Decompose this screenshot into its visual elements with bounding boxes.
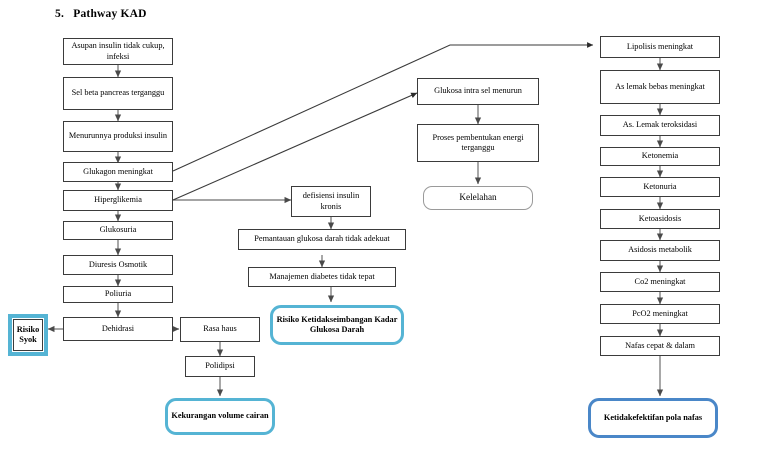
node-glukagon-meningkat: Glukagon meningkat — [63, 162, 173, 182]
node-polidipsi: Polidipsi — [185, 356, 255, 377]
node-pemantauan-glukosa-darah: Pemantauan glukosa darah tidak adekuat — [238, 229, 406, 250]
node-glukosa-intra-sel-menurun: Glukosa intra sel menurun — [417, 78, 539, 105]
node-rasa-haus: Rasa haus — [180, 317, 260, 342]
node-kelelahan: Kelelahan — [423, 186, 533, 210]
node-as-lemak-bebas-meningkat: As lemak bebas meningkat — [600, 70, 720, 104]
node-asupan-insulin: Asupan insulin tidak cukup, infeksi — [63, 38, 173, 65]
node-co2-meningkat: Co2 meningkat — [600, 272, 720, 292]
diagnosis-ketidakefektifan-pola-nafas: Ketidakefektifan pola nafas — [588, 398, 718, 438]
diagnosis-risiko-ketidakseimbangan-glukosa: Risiko Ketidakseimbangan Kadar Glukosa D… — [270, 305, 404, 345]
node-lipolisis-meningkat: Lipolisis meningkat — [600, 36, 720, 58]
node-menurunnya-produksi-insulin: Menurunnya produksi insulin — [63, 121, 173, 152]
node-asidosis-metabolik: Asidosis metabolik — [600, 240, 720, 261]
node-proses-pembentukan-energi: Proses pembentukan energi terganggu — [417, 124, 539, 162]
diagnosis-kekurangan-volume-cairan: Kekurangan volume cairan — [165, 398, 275, 435]
node-dehidrasi: Dehidrasi — [63, 317, 173, 341]
page-title: 5. Pathway KAD — [55, 8, 147, 20]
node-nafas-cepat-dalam: Nafas cepat & dalam — [600, 336, 720, 356]
node-glukosuria: Glukosuria — [63, 221, 173, 240]
node-sel-beta-pancreas: Sel beta pancreas terganggu — [63, 77, 173, 110]
node-diuresis-osmotik: Diuresis Osmotik — [63, 255, 173, 275]
node-ketonemia: Ketonemia — [600, 147, 720, 166]
node-ketonuria: Ketonuria — [600, 177, 720, 197]
node-ketoasidosis: Ketoasidosis — [600, 209, 720, 229]
diagnosis-risiko-syok: Risiko Syok — [8, 314, 48, 356]
node-manajemen-diabetes: Manajemen diabetes tidak tepat — [248, 267, 396, 287]
node-pco2-meningkat: PcO2 meningkat — [600, 304, 720, 324]
node-hiperglikemia: Hiperglikemia — [63, 190, 173, 211]
node-defisiensi-insulin-kronis: defisiensi insulin kronis — [291, 186, 371, 217]
node-as-lemak-teroksidasi: As. Lemak teroksidasi — [600, 115, 720, 136]
node-poliuria: Poliuria — [63, 286, 173, 303]
